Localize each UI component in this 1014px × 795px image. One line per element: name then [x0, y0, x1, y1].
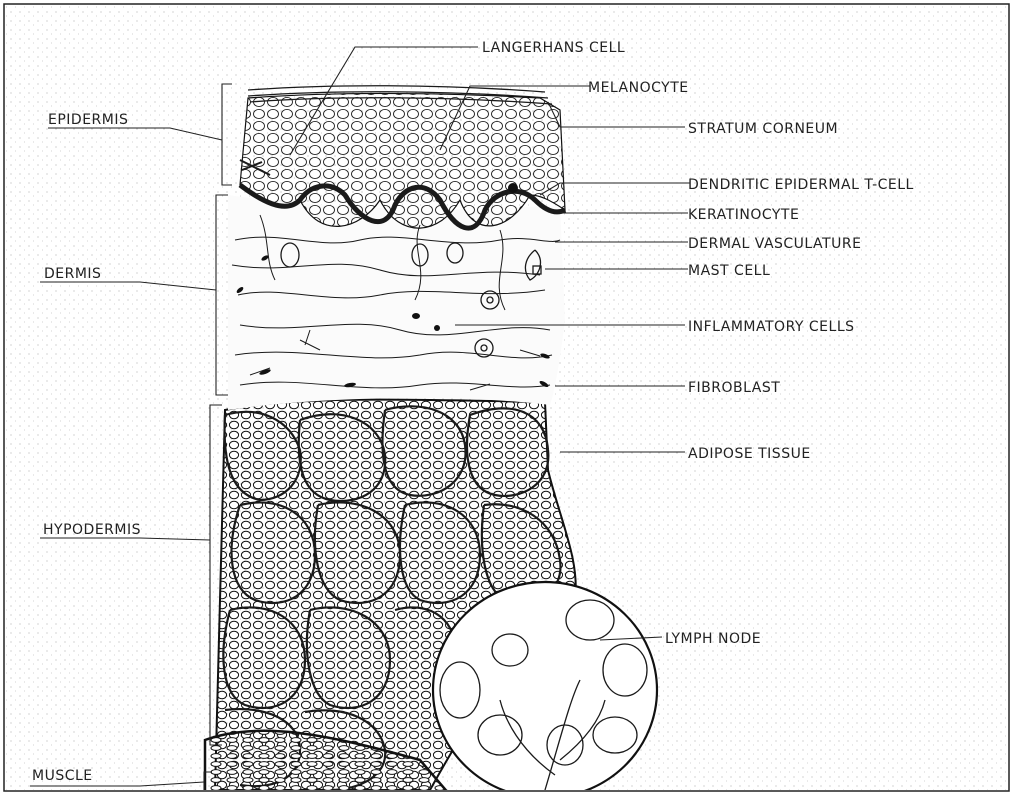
label-mast-cell: MAST CELL: [688, 263, 770, 279]
label-adipose-tissue: ADIPOSE TISSUE: [688, 446, 811, 462]
label-lymph-node: LYMPH NODE: [665, 631, 761, 647]
label-langerhans-cell: LANGERHANS CELL: [482, 40, 625, 56]
label-epidermis: EPIDERMIS: [48, 112, 128, 128]
label-dermal-vasculature: DERMAL VASCULATURE: [688, 236, 861, 252]
label-stratum-corneum: STRATUM CORNEUM: [688, 121, 838, 137]
label-inflammatory-cells: INFLAMMATORY CELLS: [688, 319, 855, 335]
label-keratinocyte: KERATINOCYTE: [688, 207, 799, 223]
dermis-drawing: [228, 195, 565, 410]
epidermis-drawing: [240, 86, 565, 228]
label-dendritic-epidermal-t-cell: DENDRITIC EPIDERMAL T-CELL: [688, 177, 914, 193]
label-melanocyte: MELANOCYTE: [588, 80, 689, 96]
label-fibroblast: FIBROBLAST: [688, 380, 780, 396]
label-muscle: MUSCLE: [32, 768, 93, 784]
label-hypodermis: HYPODERMIS: [43, 522, 141, 538]
label-dermis: DERMIS: [44, 266, 101, 282]
lymph-node-drawing: [433, 582, 657, 795]
